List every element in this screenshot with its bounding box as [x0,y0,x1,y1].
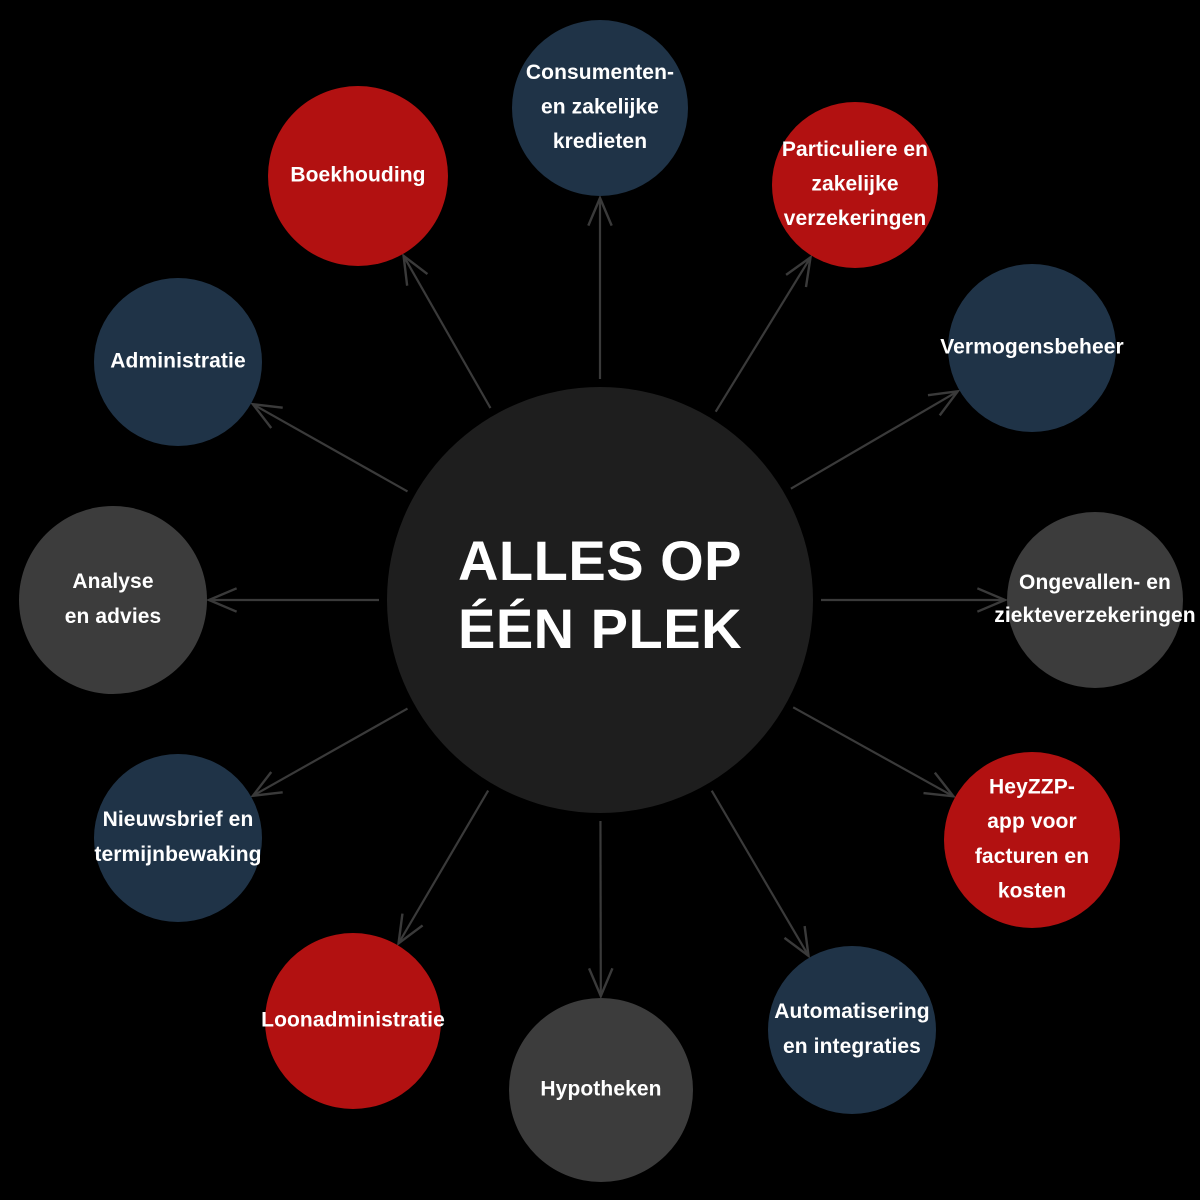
arrowhead-hypotheken [587,967,614,1000]
arrowhead-analyse-en-advies [205,587,238,613]
node-label-vermogensbeheer-line-1: Vermogensbeheer [940,336,1124,359]
node-label-heyzzp-app-voor-facturen-en-kosten-line-2: app voor [987,810,1076,833]
arrowhead-nieuwsbrief-en-termijnbewaking [250,771,283,798]
node-circle-nieuwsbrief-en-termijnbewaking[interactable] [94,754,262,922]
spoke-line-boekhouding [402,255,492,409]
spoke-line-automatisering-en-integraties [710,790,810,957]
node-circle-analyse-en-advies[interactable] [19,506,207,694]
node-label-loonadministratie-line-1: Loonadministratie [261,1009,445,1032]
arrowhead-consumenten-en-zakelijke-kredieten [587,194,613,227]
node-label-consumenten-en-zakelijke-kredieten-line-2: en zakelijke [541,96,659,119]
node-hypotheken[interactable]: Hypotheken [509,998,693,1182]
hub-group: ALLES OP ÉÉN PLEK [387,387,813,813]
node-label-nieuwsbrief-en-termijnbewaking-line-1: Nieuwsbrief en [103,808,254,831]
node-label-heyzzp-app-voor-facturen-en-kosten-line-3: facturen en [975,845,1089,868]
spoke-line-loonadministratie [397,790,490,944]
node-label-analyse-en-advies-line-2: en advies [65,605,162,628]
node-ongevallen-en-ziekteverzekeringen[interactable]: Ongevallen- en ziekteverzekeringen [994,512,1196,688]
node-label-heyzzp-app-voor-facturen-en-kosten-line-1: HeyZZP- [989,776,1075,799]
node-boekhouding[interactable]: Boekhouding [268,86,448,266]
spoke-line-particuliere-en-zakelijke-verzekeringen [714,256,812,413]
node-particuliere-en-zakelijke-verzekeringen[interactable]: Particuliere en zakelijke verzekeringen [772,102,938,268]
spoke-line-nieuwsbrief-en-termijnbewaking [252,707,409,797]
node-label-particuliere-en-zakelijke-verzekeringen-line-2: zakelijke [811,173,898,196]
hub-label-line-2: ÉÉN PLEK [458,597,742,660]
node-loonadministratie[interactable]: Loonadministratie [261,933,445,1109]
node-circle-particuliere-en-zakelijke-verzekeringen[interactable] [772,102,938,268]
node-label-analyse-en-advies-line-1: Analyse [72,570,153,593]
node-label-nieuwsbrief-en-termijnbewaking-line-2: termijnbewaking [94,843,261,866]
arrowhead-automatisering-en-integraties [783,925,811,959]
arrowhead-ongevallen-en-ziekteverzekeringen [976,587,1009,613]
node-label-ongevallen-en-ziekteverzekeringen-line-2: ziekteverzekeringen [994,604,1196,627]
node-circle-vermogensbeheer[interactable] [948,264,1116,432]
node-analyse-en-advies[interactable]: Analyse en advies [19,506,207,694]
node-circle-heyzzp-app-voor-facturen-en-kosten[interactable] [944,752,1120,928]
node-circle-consumenten-en-zakelijke-kredieten[interactable] [512,20,688,196]
node-label-hypotheken-line-1: Hypotheken [540,1078,661,1101]
node-label-automatisering-en-integraties-line-2: en integraties [783,1035,921,1058]
arrowhead-particuliere-en-zakelijke-verzekeringen [785,254,813,288]
hub-label-line-1: ALLES OP [458,529,742,592]
node-circle-ongevallen-en-ziekteverzekeringen[interactable] [1007,512,1183,688]
node-circle-loonadministratie[interactable] [265,933,441,1109]
hub-circle [387,387,813,813]
node-consumenten-en-zakelijke-kredieten[interactable]: Consumenten-en zakelijke kredieten [512,20,688,196]
node-label-particuliere-en-zakelijke-verzekeringen-line-1: Particuliere en [782,138,928,161]
node-nieuwsbrief-en-termijnbewaking[interactable]: Nieuwsbrief en termijnbewaking [94,754,262,922]
arrowhead-loonadministratie [396,913,424,947]
node-label-consumenten-en-zakelijke-kredieten-line-3: kredieten [553,130,647,153]
arrowhead-heyzzp-app-voor-facturen-en-kosten [923,771,957,798]
spoke-line-heyzzp-app-voor-facturen-en-kosten [792,706,954,798]
node-circle-hypotheken[interactable] [509,998,693,1182]
node-circle-boekhouding[interactable] [268,86,448,266]
node-vermogensbeheer[interactable]: Vermogensbeheer [940,264,1124,432]
node-label-heyzzp-app-voor-facturen-en-kosten-line-4: kosten [998,880,1066,903]
node-automatisering-en-integraties[interactable]: Automatisering en integraties [768,946,936,1114]
arrowhead-vermogensbeheer [927,389,961,417]
node-heyzzp-app-voor-facturen-en-kosten[interactable]: HeyZZP-app voor facturen en kosten [944,752,1120,928]
node-label-consumenten-en-zakelijke-kredieten-line-1: Consumenten- [526,61,674,84]
node-circle-automatisering-en-integraties[interactable] [768,946,936,1114]
node-circle-administratie[interactable] [94,278,262,446]
spoke-line-administratie [252,403,409,493]
node-label-administratie-line-1: Administratie [110,350,246,373]
node-label-boekhouding-line-1: Boekhouding [290,164,425,187]
node-administratie[interactable]: Administratie [94,278,262,446]
node-label-particuliere-en-zakelijke-verzekeringen-line-3: verzekeringen [784,207,927,230]
arrowhead-boekhouding [402,253,429,286]
node-layer: Consumenten-en zakelijke kredieten Particu… [19,20,1196,1182]
spoke-line-vermogensbeheer [790,390,959,490]
arrow-layer [205,194,1009,1000]
node-label-automatisering-en-integraties-line-1: Automatisering [774,1000,929,1023]
arrowhead-administratie [250,402,283,429]
node-label-ongevallen-en-ziekteverzekeringen-line-1: Ongevallen- en [1019,571,1171,594]
